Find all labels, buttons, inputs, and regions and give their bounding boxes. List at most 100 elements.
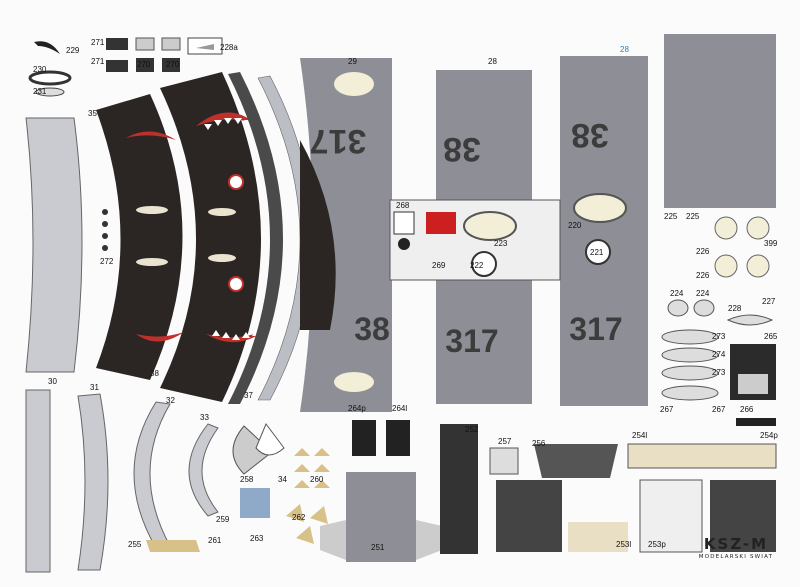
part-256 <box>534 444 618 478</box>
part-label: 252 <box>465 425 479 434</box>
part-label: 273 <box>712 332 726 341</box>
part-label: 270 <box>137 60 151 69</box>
code-mid-lower: 317 <box>445 323 498 359</box>
part-266 <box>736 418 776 426</box>
part-231-shape <box>35 87 65 97</box>
code-right-upper: 38 <box>571 116 609 154</box>
part-270c <box>161 37 181 51</box>
part-label: 224 <box>670 289 684 298</box>
shark-mouth-38-top <box>126 131 176 140</box>
part-label: 264l <box>392 404 408 413</box>
part-label: 268 <box>396 201 410 210</box>
code-left-upper: 317 <box>310 122 367 160</box>
part-253p <box>710 480 776 552</box>
part-label: 226 <box>696 247 710 256</box>
part-label: 28 <box>488 57 497 66</box>
part-227 <box>726 314 774 326</box>
brand-name: MODELARSKI SWIAT <box>698 554 774 560</box>
part-label: 251 <box>371 543 385 552</box>
part-253p-b <box>639 479 703 553</box>
part-label: 266 <box>740 405 754 414</box>
part-label: 263 <box>250 534 264 543</box>
gear-strip-a <box>228 72 283 404</box>
part-label: 271 <box>91 38 105 47</box>
part-251 <box>320 472 442 562</box>
part-399-c <box>714 254 738 278</box>
part-label: 262 <box>292 513 306 522</box>
code-right-lower: 317 <box>569 311 622 347</box>
part-label: 222 <box>470 261 484 270</box>
part-label: 259 <box>216 515 230 524</box>
part-label: 30 <box>48 377 57 386</box>
part-label: 29 <box>348 57 357 66</box>
shark-mouth-37-bottom <box>206 330 266 343</box>
part-label: 264p <box>348 404 366 413</box>
part-399-d <box>746 254 770 278</box>
part-270a <box>135 37 155 51</box>
part-label: 256 <box>532 439 546 448</box>
part-label: 229 <box>66 46 80 55</box>
part-264p <box>352 420 376 456</box>
dots-272 <box>102 209 108 251</box>
brand-logo-text: KSZ-M <box>703 535 769 553</box>
part-label: 258 <box>240 475 254 484</box>
part-label: 261 <box>208 536 222 545</box>
part-label: 224 <box>696 289 710 298</box>
part-label: 269 <box>432 261 446 270</box>
parts-273-274 <box>661 329 719 401</box>
part-35 <box>25 117 83 373</box>
part-255 <box>146 540 200 552</box>
part-label: 271 <box>91 57 105 66</box>
part-37 <box>160 72 261 402</box>
code-left-lower: 38 <box>354 311 390 347</box>
code-mid-upper: 38 <box>443 130 481 168</box>
part-399-a <box>714 216 738 240</box>
part-label: 270 <box>166 60 180 69</box>
part-253l-b <box>568 522 628 552</box>
part-label: 220 <box>568 221 582 230</box>
part-253l <box>496 480 562 552</box>
part-34 <box>232 425 273 475</box>
part-label: 223 <box>494 239 508 248</box>
part-30 <box>25 389 51 573</box>
part-268 <box>393 211 415 235</box>
part-33 <box>188 423 219 517</box>
part-label: 227 <box>762 297 776 306</box>
part-399-b <box>746 216 770 240</box>
shark-teeth <box>204 118 260 340</box>
part-label: 267 <box>712 405 726 414</box>
part-270d <box>162 58 180 72</box>
part-270b <box>136 58 154 72</box>
part-label: 272 <box>100 257 114 266</box>
part-label: 265 <box>764 332 778 341</box>
part-label: 38 <box>150 369 159 378</box>
parts-260-262 <box>286 448 330 544</box>
grey-blank <box>664 34 776 208</box>
part-31 <box>77 393 109 571</box>
part-label: 225 <box>664 212 678 221</box>
part-258 <box>240 488 270 518</box>
part-254 <box>627 443 777 469</box>
part-label: 273 <box>712 368 726 377</box>
part-label: 32 <box>166 396 175 405</box>
part-label: 33 <box>200 413 209 422</box>
part-257 <box>489 447 519 475</box>
part-label: 399 <box>764 239 778 248</box>
part-34b <box>255 423 285 456</box>
part-label: 37 <box>244 391 253 400</box>
part-229-shape <box>34 41 60 54</box>
part-label: 221 <box>590 248 604 257</box>
part-label: 274 <box>712 350 726 359</box>
shark-mouth-38-bottom <box>136 332 184 342</box>
part-label: 260 <box>310 475 324 484</box>
part-label: 228a <box>220 43 238 52</box>
part-38 <box>96 94 183 380</box>
part-271a <box>106 38 128 50</box>
part-32 <box>133 401 171 549</box>
part-28b-panel <box>560 56 648 406</box>
part-269-red <box>426 212 456 234</box>
part-label: 257 <box>498 437 512 446</box>
part-label: 226 <box>696 271 710 280</box>
part-label: 34 <box>278 475 287 484</box>
part-label: 255 <box>128 540 142 549</box>
